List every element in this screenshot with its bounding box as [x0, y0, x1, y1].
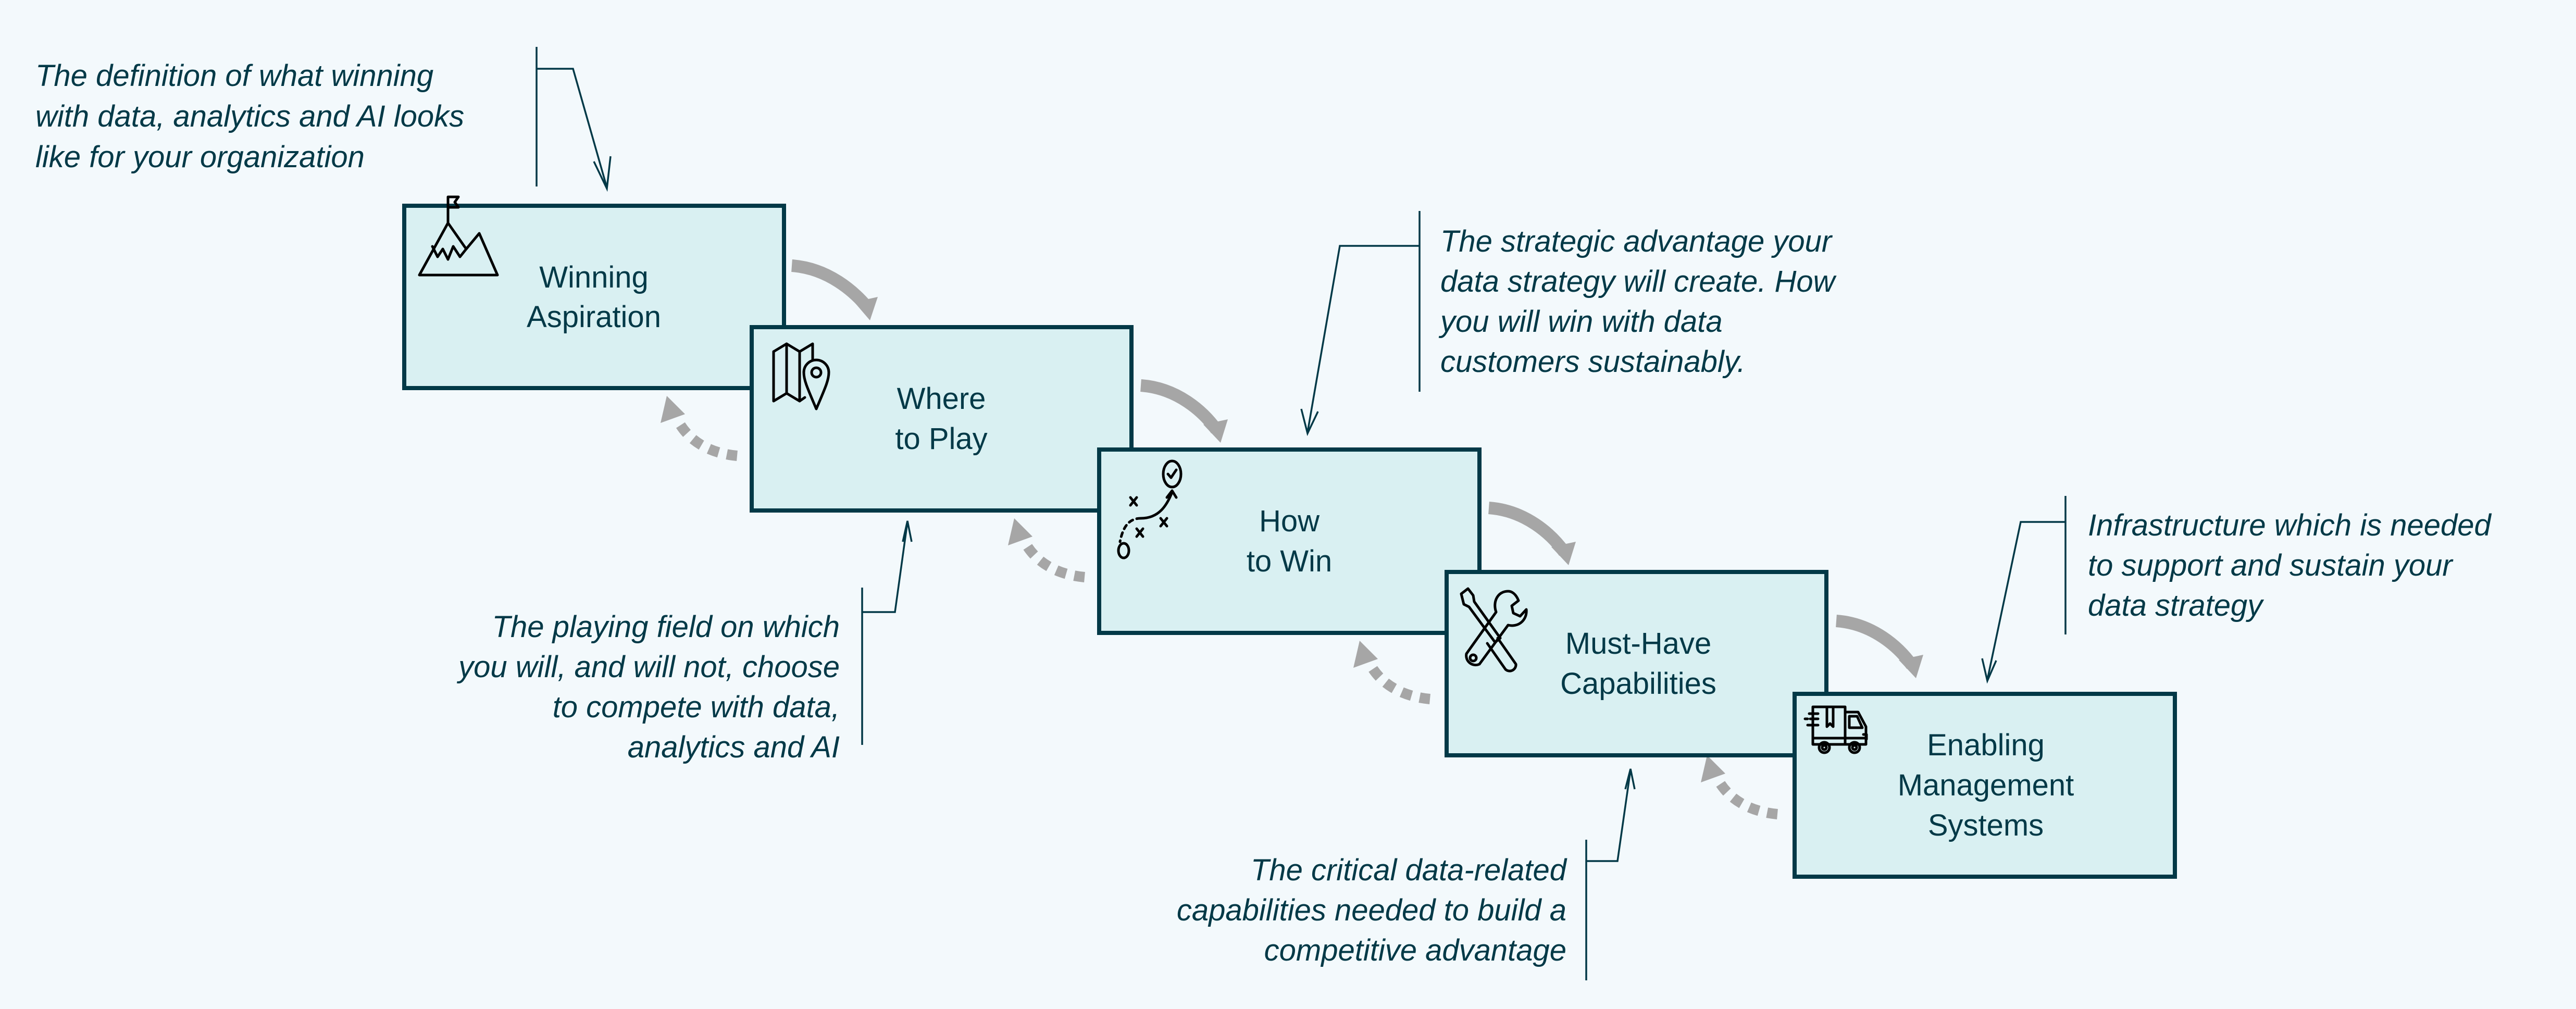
annotation-line: The strategic advantage your: [1440, 225, 1833, 258]
feedback-arrow-4-3: [1353, 641, 1431, 704]
step-box: [402, 204, 786, 390]
step-enabling-management-systems: Enabling Management Systems: [1793, 692, 2177, 879]
step-must-have-capabilities: Must-Have Capabilities: [1445, 570, 1828, 757]
step-label-line: How: [1259, 504, 1320, 538]
feedback-arrow-2-1: [661, 396, 738, 461]
forward-arrows: [791, 259, 1923, 678]
forward-arrow-3-4: [1488, 502, 1576, 565]
step-label-line: Management: [1898, 768, 2074, 802]
step-label-line: Where: [897, 382, 986, 416]
arrowhead: [593, 156, 612, 192]
annotation-line: analytics and AI: [628, 730, 840, 764]
step-box: [1097, 447, 1482, 635]
annotation-line: The definition of what winning: [35, 59, 433, 93]
annotation-line: with data, analytics and AI looks: [35, 99, 464, 133]
step-label-line: Aspiration: [527, 300, 661, 334]
step-label-line: Capabilities: [1560, 667, 1716, 701]
feedback-arrows: [661, 396, 1778, 819]
annotation-line: customers sustainably.: [1440, 345, 1746, 379]
step-where-to-play: Where to Play: [750, 325, 1134, 513]
step-label-line: Systems: [1928, 808, 2044, 842]
forward-arrow-1-2: [791, 259, 878, 320]
step-label-line: Winning: [539, 260, 649, 294]
step-label-line: to Win: [1247, 544, 1332, 578]
step-label-line: to Play: [895, 422, 987, 456]
annotation-line: you will, and will not, choose: [456, 650, 840, 684]
annotation-line: you will win with data: [1438, 305, 1723, 339]
arrowhead: [902, 520, 913, 542]
step-how-to-win: How to Win: [1097, 447, 1482, 635]
annotation-line: data strategy will create. How: [1440, 265, 1837, 298]
arrowhead: [1300, 408, 1319, 437]
leader-line: [537, 68, 608, 188]
play-strategy-icon: [1117, 459, 1183, 559]
annotation-line: The critical data-related: [1251, 853, 1567, 887]
annotation-enabling-management-systems: Infrastructure which is needed to suppor…: [1981, 496, 2492, 684]
feedback-arrow-5-4: [1701, 755, 1778, 819]
leader-line: [1306, 245, 1420, 433]
annotation-line: data strategy: [2088, 589, 2264, 622]
leader-line: [1986, 521, 2065, 680]
annotation-line: capabilities needed to build a: [1177, 893, 1566, 927]
delivery-truck-icon: [1803, 705, 1868, 754]
step-winning-aspiration: Winning Aspiration: [402, 195, 786, 390]
step-box: [750, 325, 1134, 513]
annotation-line: competitive advantage: [1264, 933, 1566, 967]
tools-icon: [1460, 587, 1528, 672]
leader-line: [1586, 769, 1632, 862]
step-box: [1445, 570, 1828, 757]
arrowhead: [1981, 658, 1997, 684]
annotation-line: to compete with data,: [553, 690, 840, 724]
step-box: [1793, 692, 2177, 879]
forward-arrow-4-5: [1835, 615, 1923, 678]
annotation-line: Infrastructure which is needed: [2088, 508, 2492, 542]
forward-arrow-2-3: [1140, 379, 1228, 443]
annotation-line: The playing field on which: [492, 610, 840, 644]
annotation-line: like for your organization: [35, 140, 365, 174]
leader-line: [862, 521, 909, 613]
map-pin-icon: [772, 342, 830, 410]
annotation-winning-aspiration: The definition of what winning with data…: [35, 47, 612, 192]
arrowhead: [1624, 768, 1636, 790]
annotation-where-to-play: The playing field on which you will, and…: [456, 520, 913, 764]
annotation-line: to support and sustain your: [2088, 549, 2454, 582]
annotation-how-to-win: The strategic advantage your data strate…: [1300, 211, 1837, 437]
mountain-flag-icon: [418, 195, 499, 277]
step-label-line: Must-Have: [1565, 627, 1711, 661]
feedback-arrow-3-2: [1008, 518, 1086, 582]
annotation-must-have-capabilities: The critical data-related capabilities n…: [1177, 768, 1636, 980]
step-label-line: Enabling: [1927, 728, 2045, 762]
